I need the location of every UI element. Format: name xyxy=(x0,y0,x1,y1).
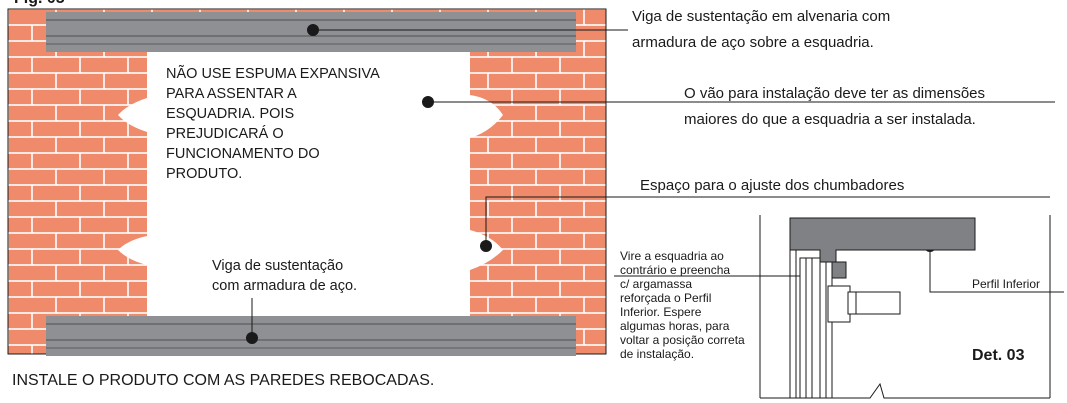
bottom-caption: INSTALE O PRODUTO COM AS PAREDES REBOCAD… xyxy=(12,372,435,389)
warning-line: PARA ASSENTAR A xyxy=(166,86,297,102)
warning-line: PRODUTO. xyxy=(166,166,243,182)
top-beam-label-line1: Viga de sustentação em alvenaria com xyxy=(632,8,891,25)
warning-line: FUNCIONAMENTO DO xyxy=(166,146,320,162)
perfil-inferior-profile xyxy=(789,217,976,263)
warning-line: NÃO USE ESPUMA EXPANSIVA xyxy=(166,66,380,82)
window-opening xyxy=(118,52,503,316)
opening-label-line1: O vão para instalação deve ter as dimens… xyxy=(684,85,986,102)
leader-anchor xyxy=(485,196,1050,246)
detail-label: Det. 03 xyxy=(972,347,1025,364)
opening-label-line2: maiores do que a esquadria a ser instala… xyxy=(684,111,976,128)
detail-note: Vire a esquadria ao contrário e preencha… xyxy=(620,249,745,361)
dot-anchor xyxy=(480,240,492,252)
note-line: de instalação. xyxy=(620,347,695,361)
bottom-beam-label-line2: com armadura de aço. xyxy=(212,278,358,294)
bottom-beam-label-line1: Viga de sustentação xyxy=(212,258,344,274)
figure-label: Fig. 05 xyxy=(14,0,65,8)
detail-drawing xyxy=(759,215,1051,399)
dot-top-beam xyxy=(307,24,319,36)
warning-line: ESQUADRIA. POIS xyxy=(166,106,295,122)
anchor-space-label: Espaço para o ajuste dos chumbadores xyxy=(640,177,905,194)
note-line: voltar a posição correta xyxy=(620,333,745,347)
leader-lines xyxy=(251,29,1064,338)
top-beam xyxy=(46,12,576,52)
note-line: c/ argamassa xyxy=(620,277,693,291)
note-line: Inferior. Espere xyxy=(620,305,702,319)
warning-text: NÃO USE ESPUMA EXPANSIVA PARA ASSENTAR A… xyxy=(166,64,380,184)
note-line: Vire a esquadria ao xyxy=(620,249,724,263)
note-line: algumas horas, para xyxy=(620,319,730,333)
dot-bottom-beam xyxy=(246,332,258,344)
perfil-inferior-label: Perfil Inferior xyxy=(972,277,1041,291)
bottom-beam xyxy=(46,316,576,356)
note-line: contrário e preencha xyxy=(620,263,731,277)
dot-opening xyxy=(422,96,434,108)
note-line: reforçada o Perfil xyxy=(620,291,712,305)
leader-perfil xyxy=(929,246,1064,293)
top-beam-label-line2: armadura de aço sobre a esquadria. xyxy=(632,34,874,51)
warning-line: PREJUDICARÁ O xyxy=(166,126,284,142)
